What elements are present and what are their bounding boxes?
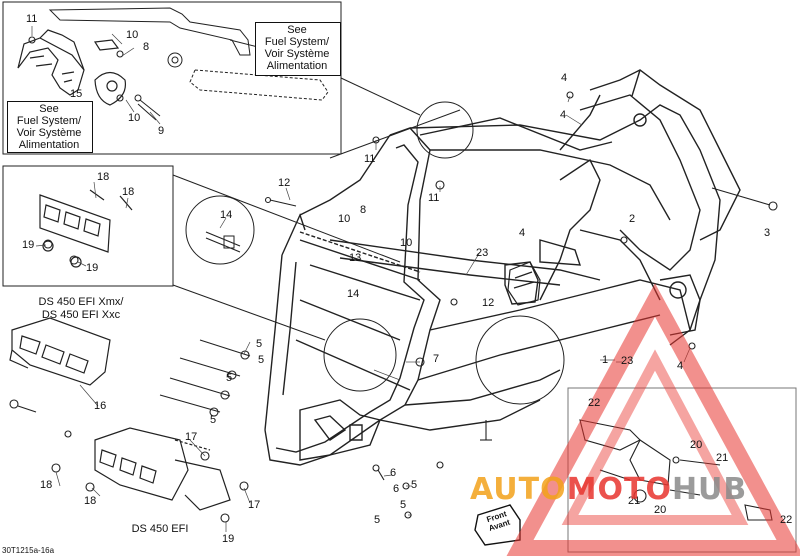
part-label: 12 [482,297,495,309]
part-label: 9 [158,125,165,137]
part-label: 3 [764,227,771,239]
clamp-8 [93,39,127,106]
watermark-part-a: AUTO [470,472,567,507]
part-label: 5 [210,414,217,426]
watermark-part-b: MOTO [566,472,672,507]
part-label: 11 [364,153,376,165]
detail-circle-14-upper [185,195,255,265]
watermark-part-c: HUB [671,472,748,507]
part-label: 13 [349,252,362,264]
callout-fuel-left: See Fuel System/ Voir Système Alimentati… [16,103,82,151]
skid-plate-xmx [9,317,111,386]
part-label: 4 [560,109,567,121]
part-label: 23 [476,247,489,259]
part-label: 5 [258,354,265,366]
part-label: 19 [86,262,99,274]
part-label: 5 [400,499,407,511]
drawing-code: 30T1215a-16a [2,546,55,555]
part-label: 10 [338,213,351,225]
part-label: 11 [26,13,38,25]
part-label: 14 [220,209,233,221]
bracket-15 [17,29,85,96]
main-frame [264,69,741,466]
part-label: 19 [222,533,235,545]
bracket-23 [507,261,541,306]
part-label: 4 [677,360,684,372]
part-label: 18 [40,479,53,491]
part-label: 21 [716,452,729,464]
part-label: 10 [128,112,141,124]
part-label: 19 [22,239,35,251]
skid-plate-efi [94,427,231,511]
part-label: 4 [561,72,568,84]
skid-bracket-upper [39,189,133,268]
callout-fuel-left-box [7,101,93,153]
part-label: 11 [428,192,440,204]
part-label: 5 [374,514,381,526]
watermark-wordmark: AUTOMOTOHUB [470,475,747,505]
part-label: 18 [122,186,135,198]
fasteners [9,36,778,523]
part-label: 10 [400,237,413,249]
part-label: 1 [602,354,609,366]
part-label: 5 [411,479,418,491]
variant-label-efi: DS 450 EFI [131,523,189,535]
callout-fuel-top-box [255,22,341,76]
part-label: 2 [629,213,636,225]
part-label: 4 [519,227,526,239]
variant-label-xmx: DS 450 EFI Xmx/ DS 450 EFI Xxc [38,296,124,321]
bolt-9 [134,94,161,121]
part-label: 8 [360,204,367,216]
part-label: 20 [654,504,667,516]
part-label: 23 [621,355,634,367]
part-label: 10 [126,29,139,41]
part-label: 17 [185,431,198,443]
watermark-logo [506,283,800,556]
part-label: 17 [248,499,261,511]
inset-skid-bracket [2,165,174,287]
part-label: 7 [433,353,440,365]
part-label: 21 [628,495,641,507]
part-label: 16 [94,400,107,412]
part-label: 15 [70,88,83,100]
part-label: 22 [588,397,601,409]
leader-lines [31,26,691,532]
part-label: 5 [256,338,263,350]
part-label: 12 [278,177,291,189]
part-label: 18 [84,495,97,507]
part-label: 18 [97,171,110,183]
part-label: 6 [393,483,400,495]
part-label: 20 [690,439,703,451]
part-label: 5 [226,372,233,384]
callout-fuel-top: See Fuel System/ Voir Système Alimentati… [264,24,330,72]
part-label: 8 [143,41,150,53]
part-label: 14 [347,288,360,300]
part-label: 6 [390,467,397,479]
part-label: 22 [780,514,793,526]
